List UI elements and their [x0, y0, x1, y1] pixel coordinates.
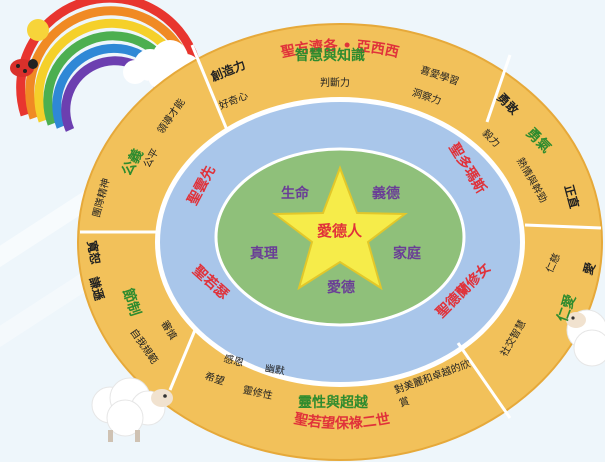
center-star: [272, 165, 408, 291]
value-label: 義德: [372, 186, 400, 202]
saint-label: 聖若望保祿二世: [293, 410, 392, 432]
value-label: 真理: [250, 246, 278, 262]
value-label: 生命: [281, 186, 309, 202]
trait-label: 判斷力: [320, 78, 350, 89]
value-label: 家庭: [393, 246, 421, 262]
trait-label: 幽默: [263, 363, 286, 378]
sector-dividers: [80, 44, 602, 419]
value-label: 愛德: [327, 280, 355, 296]
sheep-icon: [566, 309, 605, 367]
ladybug-icon: [10, 59, 38, 77]
center-title: 愛德人: [317, 222, 363, 240]
virtue-title: 靈性與超越: [298, 395, 368, 411]
virtue-title: 智慧與知識: [295, 48, 365, 64]
sheep-icon: [91, 377, 173, 442]
